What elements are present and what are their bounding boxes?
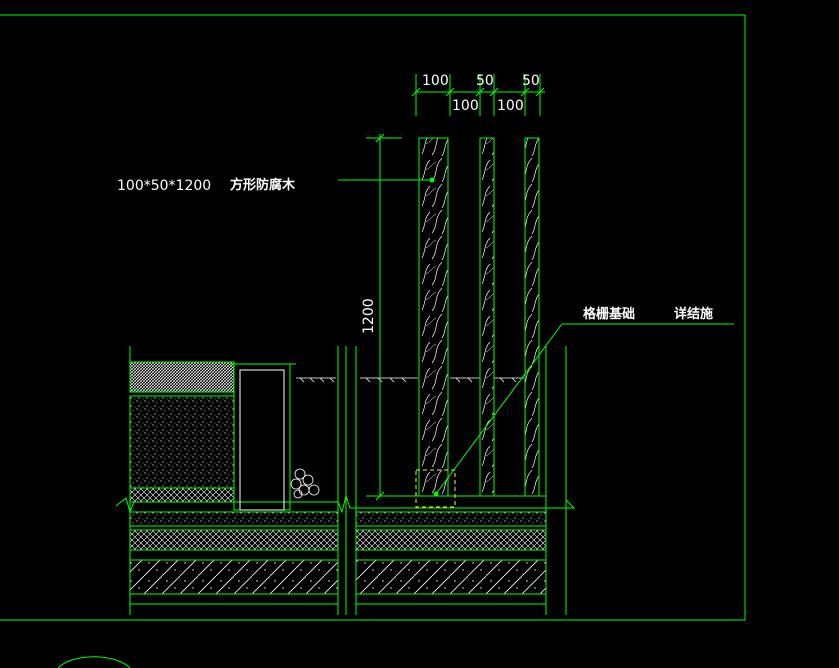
- foundation-layers-left: [129, 511, 339, 605]
- gravel-stones: [290, 468, 320, 499]
- detail-marker-box: [415, 469, 456, 508]
- dimension-height: 1200: [361, 298, 377, 334]
- dimension-chain-top: [411, 74, 545, 116]
- dimension-vertical: [366, 133, 402, 501]
- timber-post-2: [479, 137, 495, 497]
- dimension-top-2: 50: [476, 73, 494, 89]
- dimension-top-3: 50: [522, 73, 540, 89]
- dimension-bottom-2: 100: [497, 98, 524, 114]
- leader-foundation: [433, 323, 734, 497]
- planter-box: [129, 361, 296, 511]
- dimension-top-1: 100: [422, 73, 449, 89]
- timber-post-1: [418, 137, 449, 497]
- drawing-frame: [0, 14, 746, 668]
- foundation-label: 格栅基础: [583, 306, 635, 322]
- foundation-layers-right: [355, 511, 547, 605]
- post-size-spec: 100*50*1200: [117, 178, 211, 194]
- break-line: [115, 346, 576, 615]
- dimension-bottom-1: 100: [452, 98, 479, 114]
- detail-reference-label: 详结施: [674, 306, 713, 322]
- leader-post-spec: [338, 177, 435, 183]
- timber-post-3: [524, 137, 540, 497]
- post-material-label: 方形防腐木: [230, 177, 296, 193]
